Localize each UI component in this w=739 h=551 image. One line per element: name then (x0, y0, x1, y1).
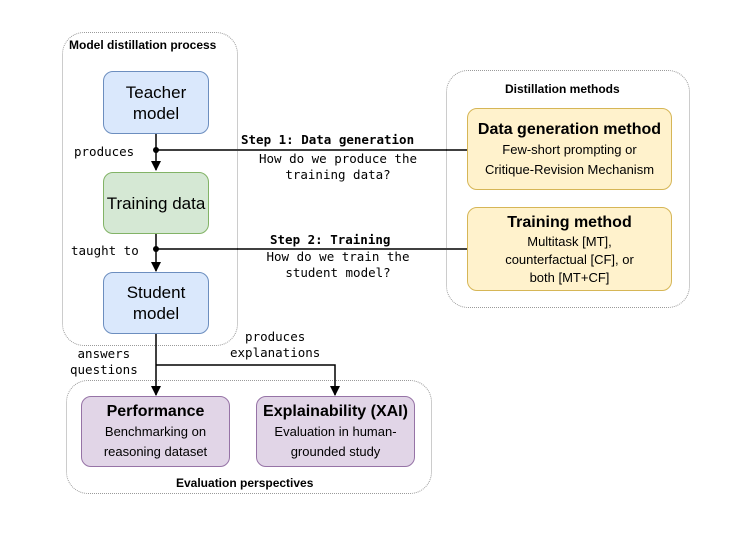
step2-junction (153, 246, 159, 252)
produces-edge-label: produces (74, 144, 135, 159)
distillation-process-group (62, 32, 238, 346)
performance-title: Performance (106, 403, 205, 420)
distillation-methods-title: Distillation methods (505, 82, 620, 96)
step1-question-line2: training data? (285, 167, 391, 182)
step1-question-line1: How do we produce the (258, 151, 418, 166)
data-generation-method-line1: Few-short prompting or (502, 141, 637, 157)
student-model-label-line2: model (132, 304, 180, 323)
taught-to-edge-label: taught to (71, 243, 139, 258)
evaluation-perspectives-group (66, 380, 432, 494)
student-to-explainability-edge (156, 364, 340, 396)
step1-question: How do we produce the training data? (248, 151, 428, 183)
answers-questions-edge-label: answers questions (70, 346, 138, 378)
training-data-label: Training data (106, 193, 206, 213)
step2-title: Step 2: Training (270, 232, 391, 247)
answers-questions-line2: questions (70, 362, 138, 377)
training-method-line2: counterfactual [CF], or (505, 251, 634, 267)
produces-explanations-edge-label: produces explanations (230, 329, 320, 361)
explainability-title: Explainability (XAI) (263, 403, 408, 420)
performance-line2: reasoning dataset (103, 444, 208, 459)
performance-line1: Benchmarking on (104, 424, 207, 439)
data-generation-method-line2: Critique-Revision Mechanism (484, 161, 655, 177)
teacher-model-label-line2: model (132, 103, 180, 123)
distillation-methods-group (446, 70, 690, 308)
explainability-node[interactable]: Explainability (XAI) Evaluation in human… (256, 396, 415, 467)
training-method-title: Training method (507, 213, 632, 231)
step1-junction (153, 147, 159, 153)
produces-explanations-line2: explanations (230, 345, 321, 360)
training-data-node[interactable]: Training data (103, 172, 209, 234)
distillation-process-title: Model distillation process (69, 38, 217, 52)
data-generation-method-node[interactable]: Data generation method Few-short prompti… (467, 108, 672, 190)
step2-question: How do we train the student model? (248, 249, 428, 281)
student-model-label-line1: Student (126, 283, 186, 302)
answers-questions-line1: answers (77, 346, 131, 361)
step2-question-line2: student model? (285, 265, 391, 280)
produces-explanations-line1: produces (245, 329, 306, 344)
explainability-line2: grounded study (290, 444, 381, 459)
step1-title: Step 1: Data generation (241, 132, 415, 147)
step2-question-line1: How do we train the (266, 249, 410, 264)
performance-node[interactable]: Performance Benchmarking on reasoning da… (81, 396, 230, 467)
data-generation-method-title: Data generation method (477, 120, 662, 138)
training-method-line3: both [MT+CF] (529, 269, 610, 285)
teacher-model-label-line1: Teacher (125, 82, 187, 102)
student-model-node[interactable]: Student model (103, 272, 209, 334)
training-method-node[interactable]: Training method Multitask [MT], counterf… (467, 207, 672, 291)
evaluation-perspectives-title: Evaluation perspectives (176, 476, 314, 490)
teacher-model-node[interactable]: Teacher model (103, 71, 209, 134)
explainability-line1: Evaluation in human- (274, 424, 397, 439)
training-method-line1: Multitask [MT], (527, 233, 612, 249)
